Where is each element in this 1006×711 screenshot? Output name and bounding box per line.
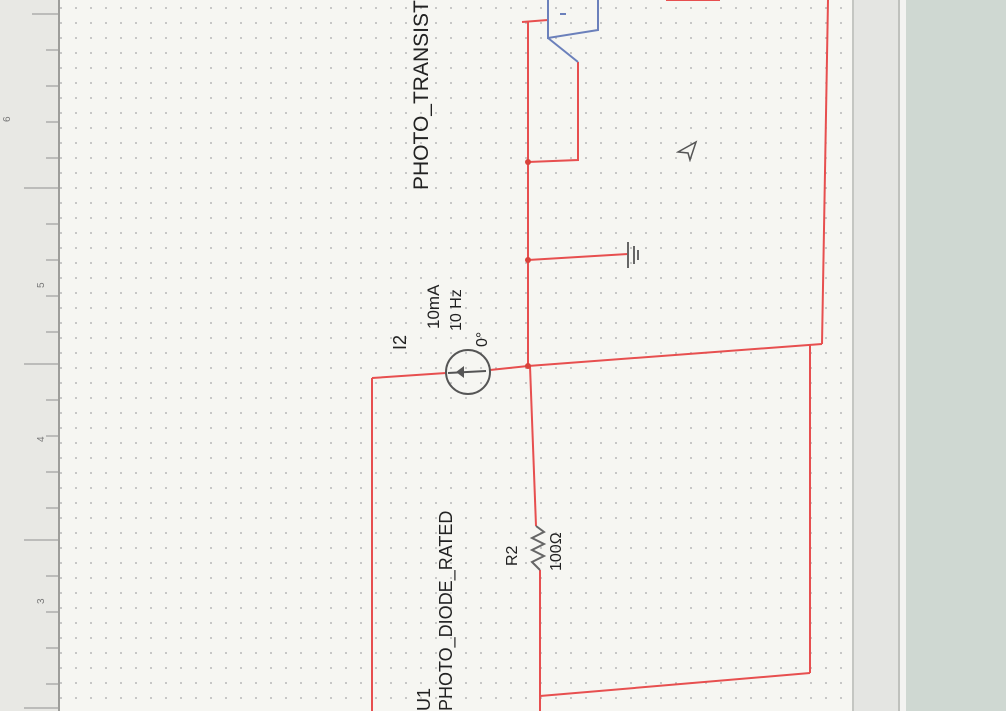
wire-right-vertical — [821, 0, 829, 345]
junction-dot-main — [525, 363, 531, 369]
right-panel-edge[interactable] — [852, 0, 900, 711]
junction-dot-ground — [525, 257, 531, 263]
mouse-cursor-icon — [676, 140, 698, 162]
junction-dot-feedback — [525, 159, 531, 165]
current-source-i2 — [445, 349, 491, 395]
wire-main-horizontal — [527, 343, 823, 367]
i2-phase-label: 0° — [474, 331, 491, 347]
wire-ground-branch — [527, 253, 629, 261]
i2-ref-label: I2 — [390, 334, 410, 350]
ruler-ticks — [24, 13, 58, 709]
r2-ref-label: R2 — [504, 545, 521, 566]
schematic-canvas[interactable] — [60, 0, 860, 711]
opamp-output-line — [547, 37, 579, 63]
wire-resistor-upper — [529, 365, 537, 527]
i2-amplitude-label: 10mA — [424, 284, 443, 329]
i2-frequency-label: 10 Hz — [448, 289, 465, 331]
u1-name-label: PHOTO_DIODE_RATED — [436, 510, 456, 711]
outer-background — [906, 0, 1006, 711]
left-ruler: 6 5 4 3 — [0, 0, 60, 711]
r2-value-label: 100Ω — [548, 532, 565, 571]
wire-bottom-horizontal — [539, 672, 811, 697]
resistor-r2 — [529, 525, 547, 571]
opamp-symbol — [547, 0, 599, 40]
u1-ref-label: U1 — [414, 687, 434, 711]
ground-symbol — [627, 242, 639, 268]
photo-transistor-label: PHOTO_TRANSISTOR — [410, 0, 433, 190]
wire-top-left — [371, 372, 447, 379]
wire-source-right — [489, 365, 529, 371]
wire-opamp-input — [521, 19, 549, 23]
wire-opamp-feedback — [527, 62, 579, 163]
workspace-frame: 6 5 4 3 — [0, 0, 910, 711]
